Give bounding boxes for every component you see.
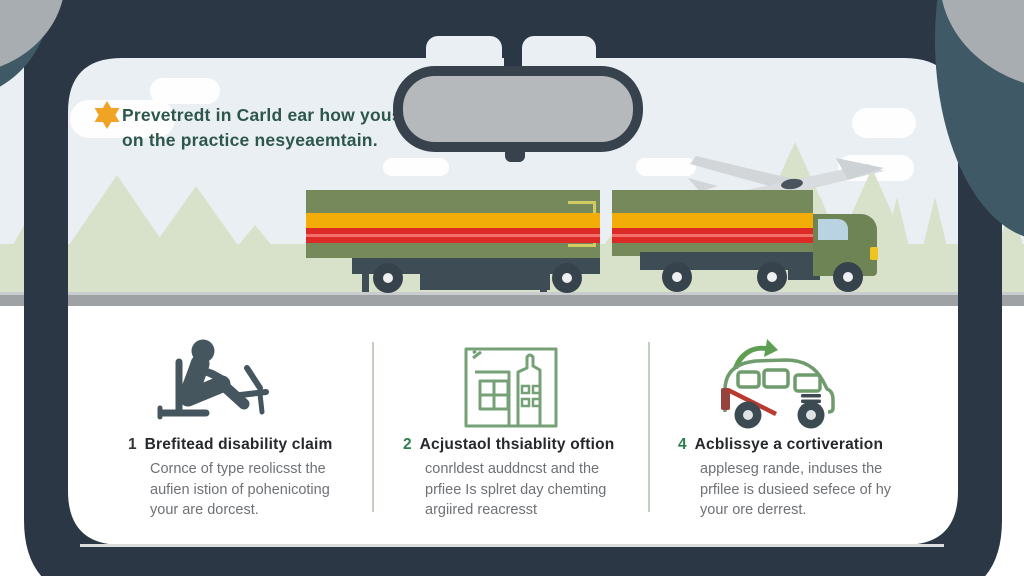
cloud bbox=[636, 158, 696, 176]
cloud bbox=[383, 158, 449, 176]
trailer-leg bbox=[540, 272, 547, 292]
truck-cab bbox=[813, 214, 877, 276]
road bbox=[0, 292, 1024, 306]
step-3-number: 4 bbox=[678, 436, 687, 453]
trailer-red-stripe bbox=[306, 228, 600, 243]
step-1-line-2: aufien istion of pohenicoting bbox=[150, 481, 330, 498]
eco-van-icon bbox=[721, 339, 835, 429]
step-2: 2 Acjustaol thsiablity oftion conrldest … bbox=[403, 436, 643, 521]
step-3: 4 Acblissye a cortiveration appleseg ran… bbox=[678, 436, 924, 521]
column-divider bbox=[648, 342, 650, 512]
cab-window bbox=[818, 219, 848, 240]
trailer-chassis bbox=[352, 258, 600, 274]
cloud bbox=[150, 78, 220, 104]
buildings-frame-icon bbox=[464, 347, 558, 428]
step-2-title: Acjustaol thsiablity oftion bbox=[419, 436, 615, 453]
mirror-tab bbox=[505, 150, 525, 162]
person-reclining-laptop-icon bbox=[157, 339, 269, 420]
header-note: Prevetredt in Carld ear how yous, on the… bbox=[122, 103, 407, 153]
header-line-1: Prevetredt in Carld ear how yous, bbox=[122, 105, 407, 125]
wheel bbox=[833, 262, 863, 292]
step-2-line-3: argiired reacresst bbox=[425, 502, 538, 518]
cloud bbox=[852, 108, 916, 138]
step-2-number: 2 bbox=[403, 436, 412, 453]
truck-yellow-stripe bbox=[612, 213, 813, 228]
step-1-line-1: Cornce of type reolicsst the bbox=[150, 461, 326, 477]
trailer-yellow-stripe bbox=[306, 213, 600, 228]
trailer-leg bbox=[362, 272, 369, 292]
step-3-title: Acblissye a cortiveration bbox=[694, 436, 884, 453]
windshield-notch bbox=[522, 36, 596, 58]
step-3-line-1: appleseg rande, induses the bbox=[700, 461, 883, 477]
step-1-line-3: your are dorcest. bbox=[150, 502, 259, 518]
headlight bbox=[870, 247, 878, 260]
trailer-chassis bbox=[420, 272, 550, 290]
step-1-title: Brefitead disability claim bbox=[144, 436, 333, 453]
step-1: 1 Brefitead disability claim Cornce of t… bbox=[128, 436, 368, 521]
dashboard-edge bbox=[80, 544, 944, 547]
step-2-line-2: prfiee Is splret day chemting bbox=[425, 481, 607, 498]
mirror-stem bbox=[504, 30, 522, 70]
windshield-notch bbox=[426, 36, 502, 58]
truck-red-stripe bbox=[612, 228, 813, 243]
wheel bbox=[662, 262, 692, 292]
wheel bbox=[373, 263, 403, 293]
cloud bbox=[70, 100, 175, 138]
truck-trailer bbox=[306, 190, 600, 258]
header-line-2: on the practice nesyeaemtain. bbox=[122, 130, 378, 150]
rearview-mirror bbox=[393, 66, 643, 152]
step-1-number: 1 bbox=[128, 436, 137, 453]
wheel bbox=[757, 262, 787, 292]
step-2-line-1: conrldest auddncst and the bbox=[425, 461, 600, 477]
step-3-line-2: prfilee is dusieed sefece of hy bbox=[700, 481, 892, 498]
column-divider bbox=[372, 342, 374, 512]
wheel bbox=[552, 263, 582, 293]
truck-box bbox=[612, 190, 813, 256]
recycle-arrow bbox=[733, 339, 778, 369]
step-3-line-3: your ore derrest. bbox=[700, 502, 807, 518]
six-point-star-icon bbox=[94, 101, 120, 129]
